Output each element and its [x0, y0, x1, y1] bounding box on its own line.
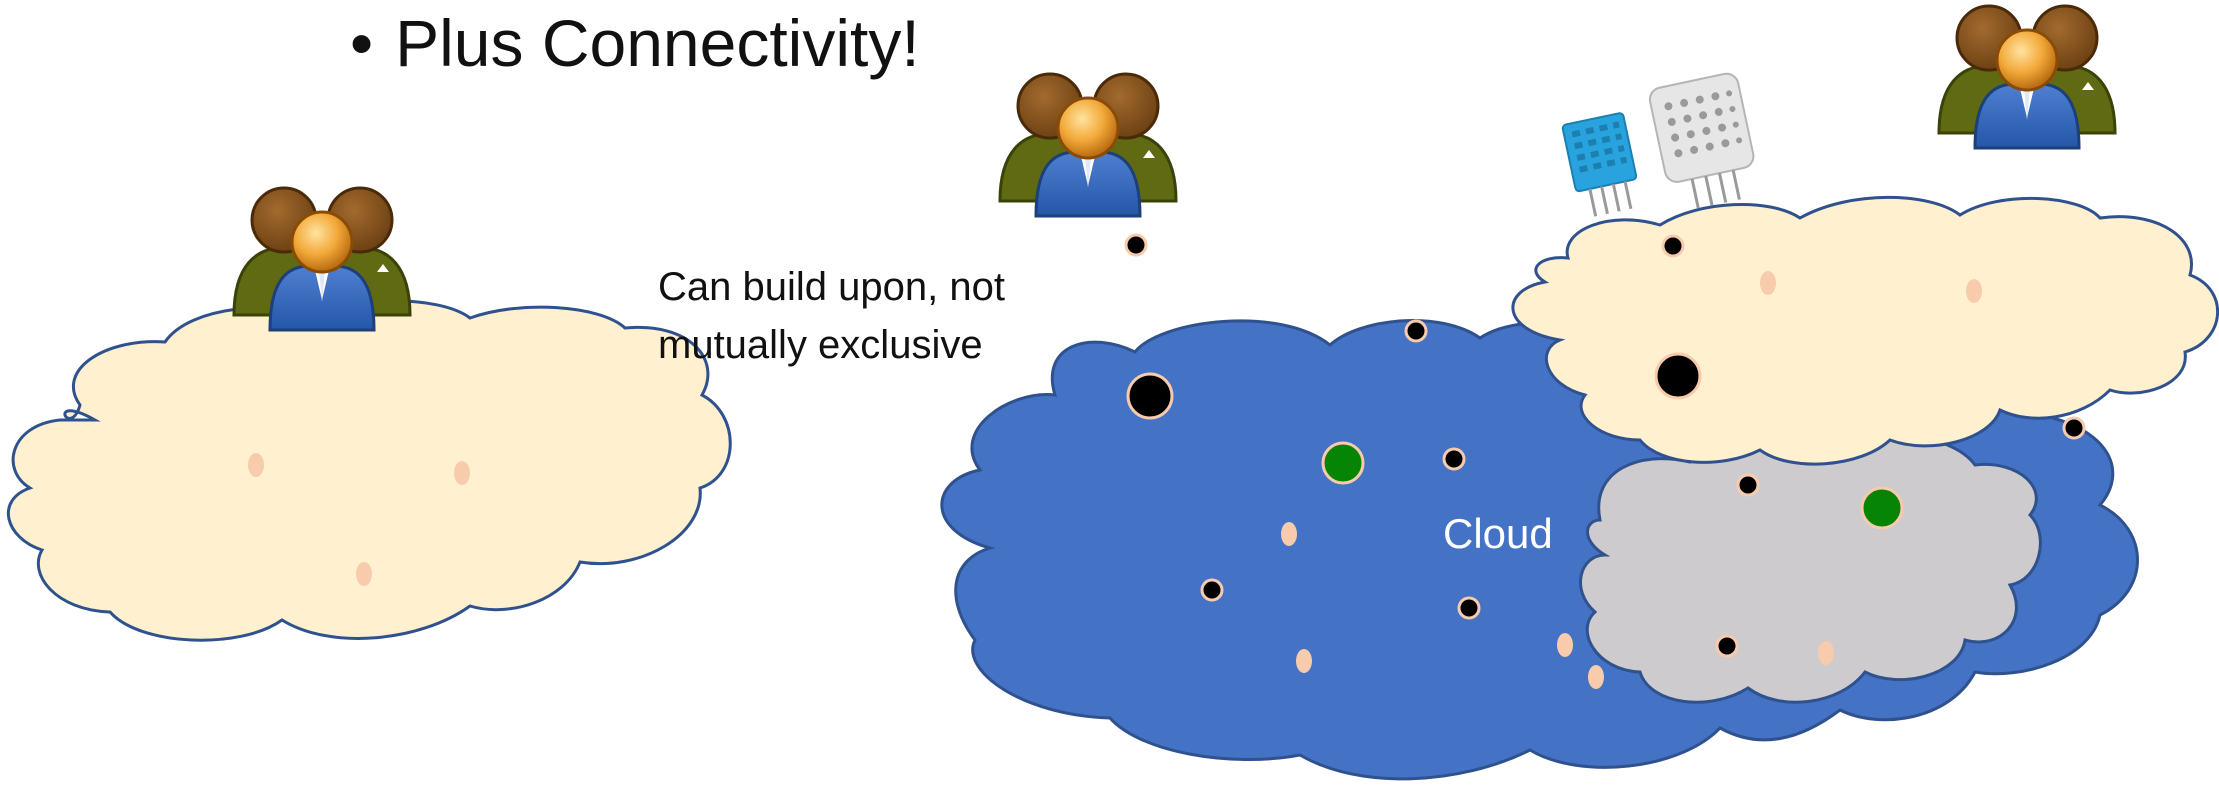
users-group-icon: [1937, 4, 2117, 150]
device-nodes: [1124, 233, 2086, 689]
annotation-line-1: Can build upon, not: [658, 265, 1005, 309]
device-node: [1442, 447, 1466, 471]
device-node-large: [1126, 372, 1174, 420]
device-node: [1404, 319, 1428, 343]
temperature-humidity-sensor-icon: [1561, 72, 1755, 217]
device-node: [1736, 473, 1760, 497]
device-node: [2062, 416, 2086, 440]
device-node-green: [1321, 441, 1365, 485]
device-node-large: [1654, 352, 1702, 400]
bullet-text: Plus Connectivity!: [395, 6, 920, 80]
sensor-node: [1296, 649, 1312, 673]
sensor-node: [1818, 641, 1834, 665]
device-node-green: [1860, 486, 1904, 530]
sensor-node: [356, 562, 372, 586]
local-cloud-right: [1511, 195, 2219, 466]
sensor-node: [1966, 279, 1982, 303]
device-node: [1200, 578, 1224, 602]
cloud-label: Cloud: [1443, 510, 1553, 557]
device-node: [1661, 234, 1685, 258]
sensor-node: [1760, 271, 1776, 295]
local-cloud-left: [6, 299, 732, 642]
device-node: [1124, 233, 1148, 257]
sensor-node: [1557, 633, 1573, 657]
bullet-dot: •: [350, 6, 374, 80]
sensor-node: [1588, 665, 1604, 689]
sensor-node: [1281, 522, 1297, 546]
users-group-icon: [232, 186, 412, 332]
sensor-node: [454, 461, 470, 485]
device-node: [1457, 596, 1481, 620]
sensor-node: [248, 453, 264, 477]
bullet-point: • Plus Connectivity!: [350, 6, 920, 82]
annotation-text: Can build upon, not mutually exclusive: [658, 258, 1078, 374]
users-group-icon: [998, 72, 1178, 218]
device-node: [1715, 634, 1739, 658]
annotation-line-2: mutually exclusive: [658, 323, 983, 367]
